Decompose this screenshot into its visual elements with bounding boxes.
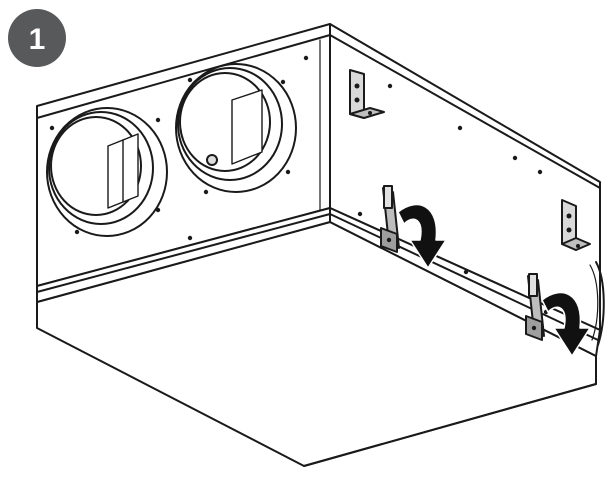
cover-latch-right	[525, 273, 545, 341]
curved-arrow-right-icon	[541, 291, 591, 357]
front-panel-screws	[49, 55, 309, 241]
duct-spigot-right	[175, 63, 297, 193]
step-badge-circle	[8, 9, 66, 67]
step-badge: 1	[8, 9, 66, 67]
spigot-damper-knob	[206, 154, 218, 166]
cover-latch-left	[380, 185, 400, 253]
latch-release-arrows	[397, 203, 591, 357]
rear-spigot-edge-inner	[589, 264, 599, 341]
side-panel-screws	[357, 83, 549, 315]
rear-spigot-edge	[595, 261, 605, 346]
curved-arrow-left-icon	[397, 203, 447, 269]
cover-joint-line-side	[329, 213, 599, 341]
spigot-damper-plate	[231, 89, 263, 165]
mounting-bracket-left	[349, 69, 385, 119]
duct-spigot-left	[46, 107, 168, 237]
mounting-bracket-right	[561, 199, 591, 251]
step-number: 1	[29, 23, 46, 56]
cover-joint-line-front	[36, 213, 331, 293]
bottom-cover-edge	[303, 383, 597, 467]
ventilation-unit	[36, 23, 605, 467]
